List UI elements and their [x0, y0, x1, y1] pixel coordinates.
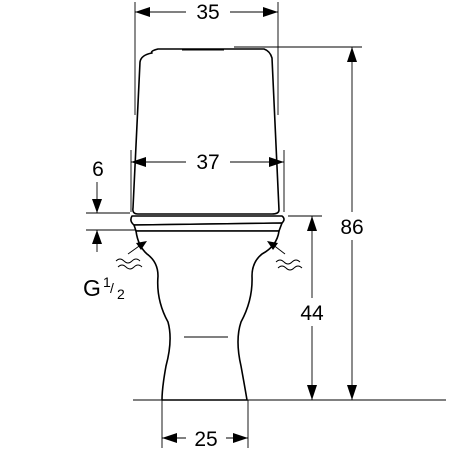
- dim-total-height: 86: [234, 46, 370, 400]
- toilet-bowl: [135, 230, 280, 401]
- right-inlet-wave-2: [277, 265, 303, 271]
- dim-seat-width: 37: [130, 150, 285, 212]
- left-inlet-arrowhead: [136, 241, 147, 250]
- connection-thread-label: G 1 / 2: [83, 274, 125, 302]
- left-inlet-wave-2: [117, 264, 143, 270]
- seat-rim: [133, 222, 283, 232]
- label-44: 44: [300, 302, 324, 325]
- left-inlet-wave-1: [115, 258, 141, 264]
- dim-seat-height: 44: [288, 215, 330, 400]
- label-6: 6: [92, 158, 104, 181]
- right-inlet-wave-1: [275, 259, 301, 265]
- cistern-tank: [132, 48, 280, 215]
- right-inlet-arrowhead: [267, 241, 278, 250]
- dim-seat-offset: 6: [86, 158, 135, 252]
- label-35: 35: [196, 1, 219, 24]
- label-25: 25: [194, 428, 217, 450]
- label-37: 37: [196, 151, 219, 174]
- thread-prefix: G: [83, 275, 101, 301]
- label-86: 86: [340, 216, 363, 239]
- thread-numerator: 1: [103, 274, 111, 290]
- dim-base-width: 25: [161, 400, 249, 450]
- dim-tank-width: 35: [134, 0, 279, 115]
- thread-denominator: 2: [117, 286, 125, 302]
- toilet-outline: [115, 48, 446, 401]
- thread-slash: /: [110, 280, 114, 296]
